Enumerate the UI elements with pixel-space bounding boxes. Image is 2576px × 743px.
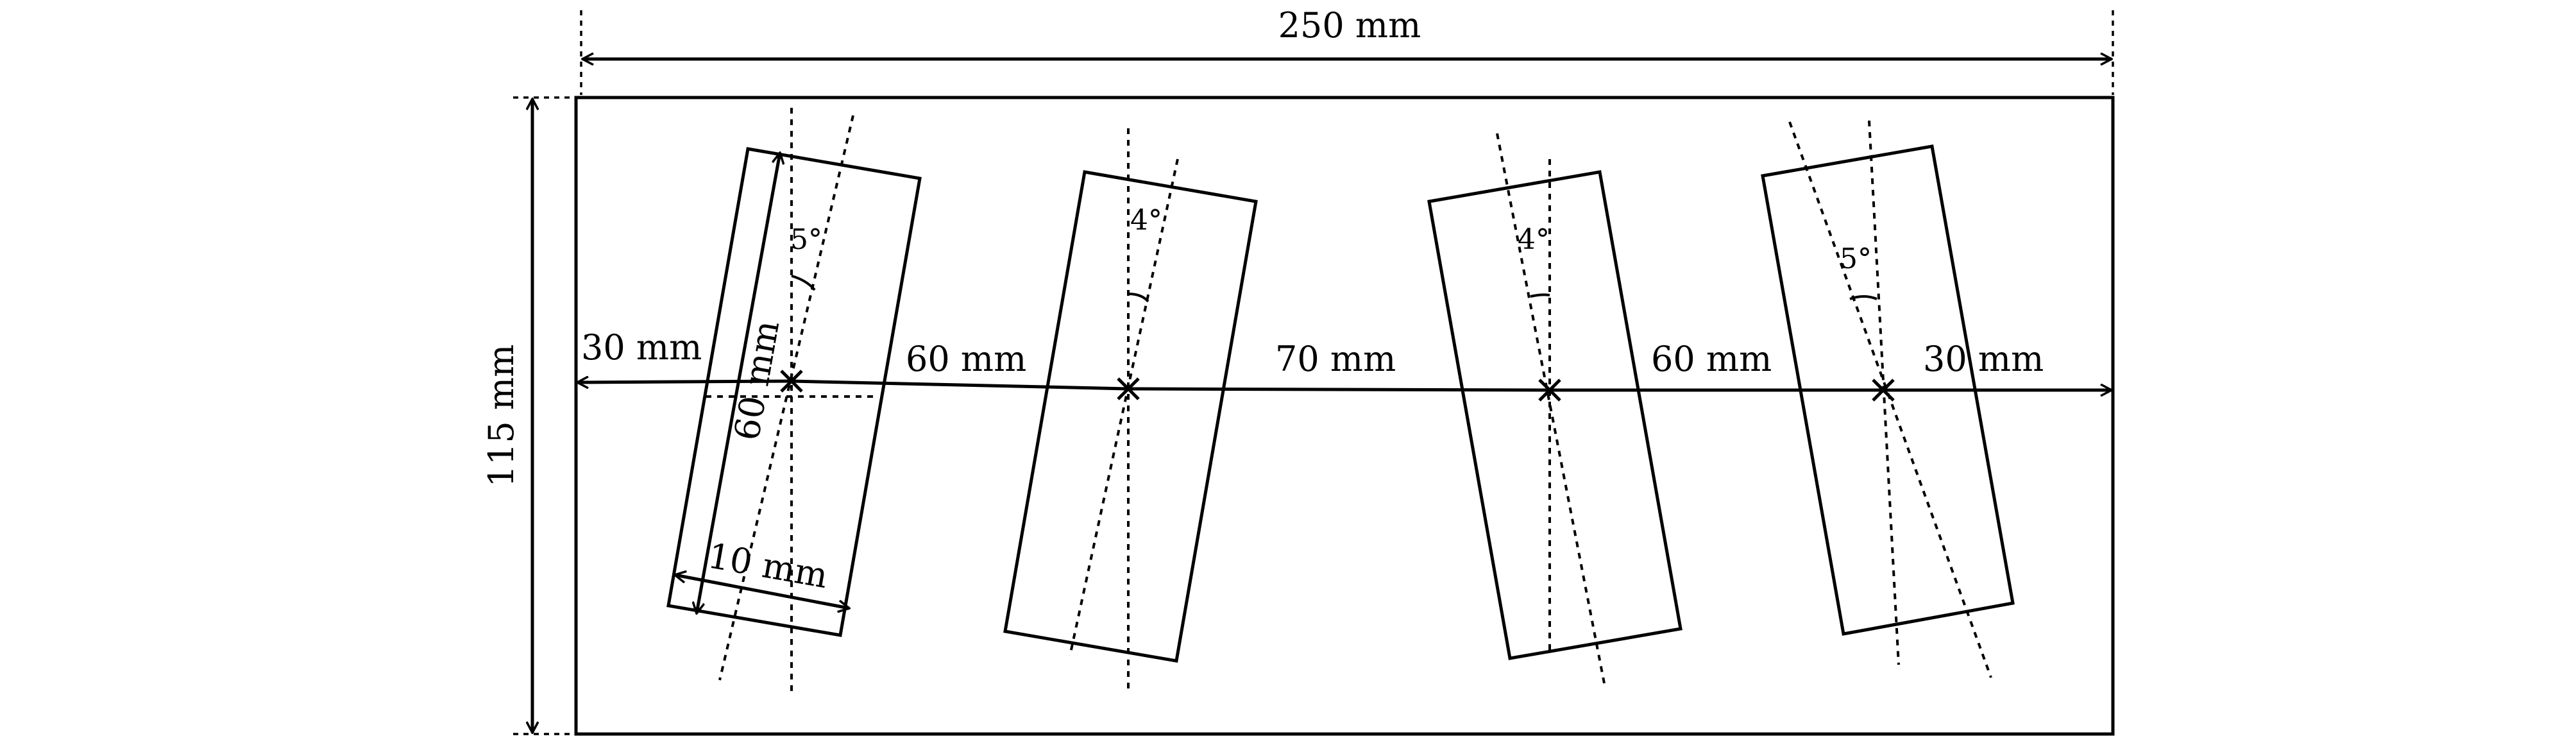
specimen-2-angle: 4°: [1130, 204, 1162, 237]
center-mark-3: [1538, 379, 1561, 402]
specimen-3-outline: [1427, 170, 1682, 660]
specimen-4-vertical-ref: [1868, 120, 1900, 665]
plate-outline: [574, 96, 2115, 736]
width-label: 250 mm: [1278, 5, 1421, 46]
specimen-3-axis: [1496, 133, 1606, 687]
spacing-label-5: 30 mm: [1923, 339, 2044, 379]
specimen-2-outline: [1003, 170, 1258, 663]
spacing-label-3: 70 mm: [1275, 339, 1396, 379]
specimen-4-axis: [1788, 121, 1992, 678]
center-mark-4: [1872, 379, 1895, 402]
specimen-4-angle-arc: [1849, 295, 1877, 300]
specimen-1-angle-arc: [791, 275, 816, 291]
specimen-1: 5°: [666, 108, 922, 696]
specimen-4-angle: 5°: [1840, 243, 1872, 275]
spacing-label-4: 60 mm: [1651, 339, 1772, 379]
specimen-2: 4°: [1003, 128, 1258, 693]
specimen-4-outline: [1761, 144, 2015, 636]
spacing-label-2: 60 mm: [906, 339, 1026, 379]
specimen-length-arrow: [697, 153, 780, 613]
specimen-1-angle: 5°: [790, 223, 822, 256]
spacing-label-1: 30 mm: [581, 327, 702, 368]
specimen-width-arrow: [675, 575, 849, 608]
specimen-width-label: 10 mm: [705, 535, 831, 596]
height-label: 115 mm: [481, 345, 521, 488]
specimen-2-angle-arc: [1128, 293, 1149, 303]
spacing-line-2: [791, 379, 1129, 391]
center-mark-2: [1117, 377, 1140, 400]
specimen-3-angle: 4°: [1518, 223, 1550, 256]
specimen-3: 4°: [1427, 133, 1682, 687]
specimen-3-angle-arc: [1530, 293, 1550, 298]
specimen-4: 5°: [1761, 120, 2015, 678]
spacing-line-3: [1128, 387, 1550, 392]
specimen-2-axis: [1069, 158, 1179, 656]
